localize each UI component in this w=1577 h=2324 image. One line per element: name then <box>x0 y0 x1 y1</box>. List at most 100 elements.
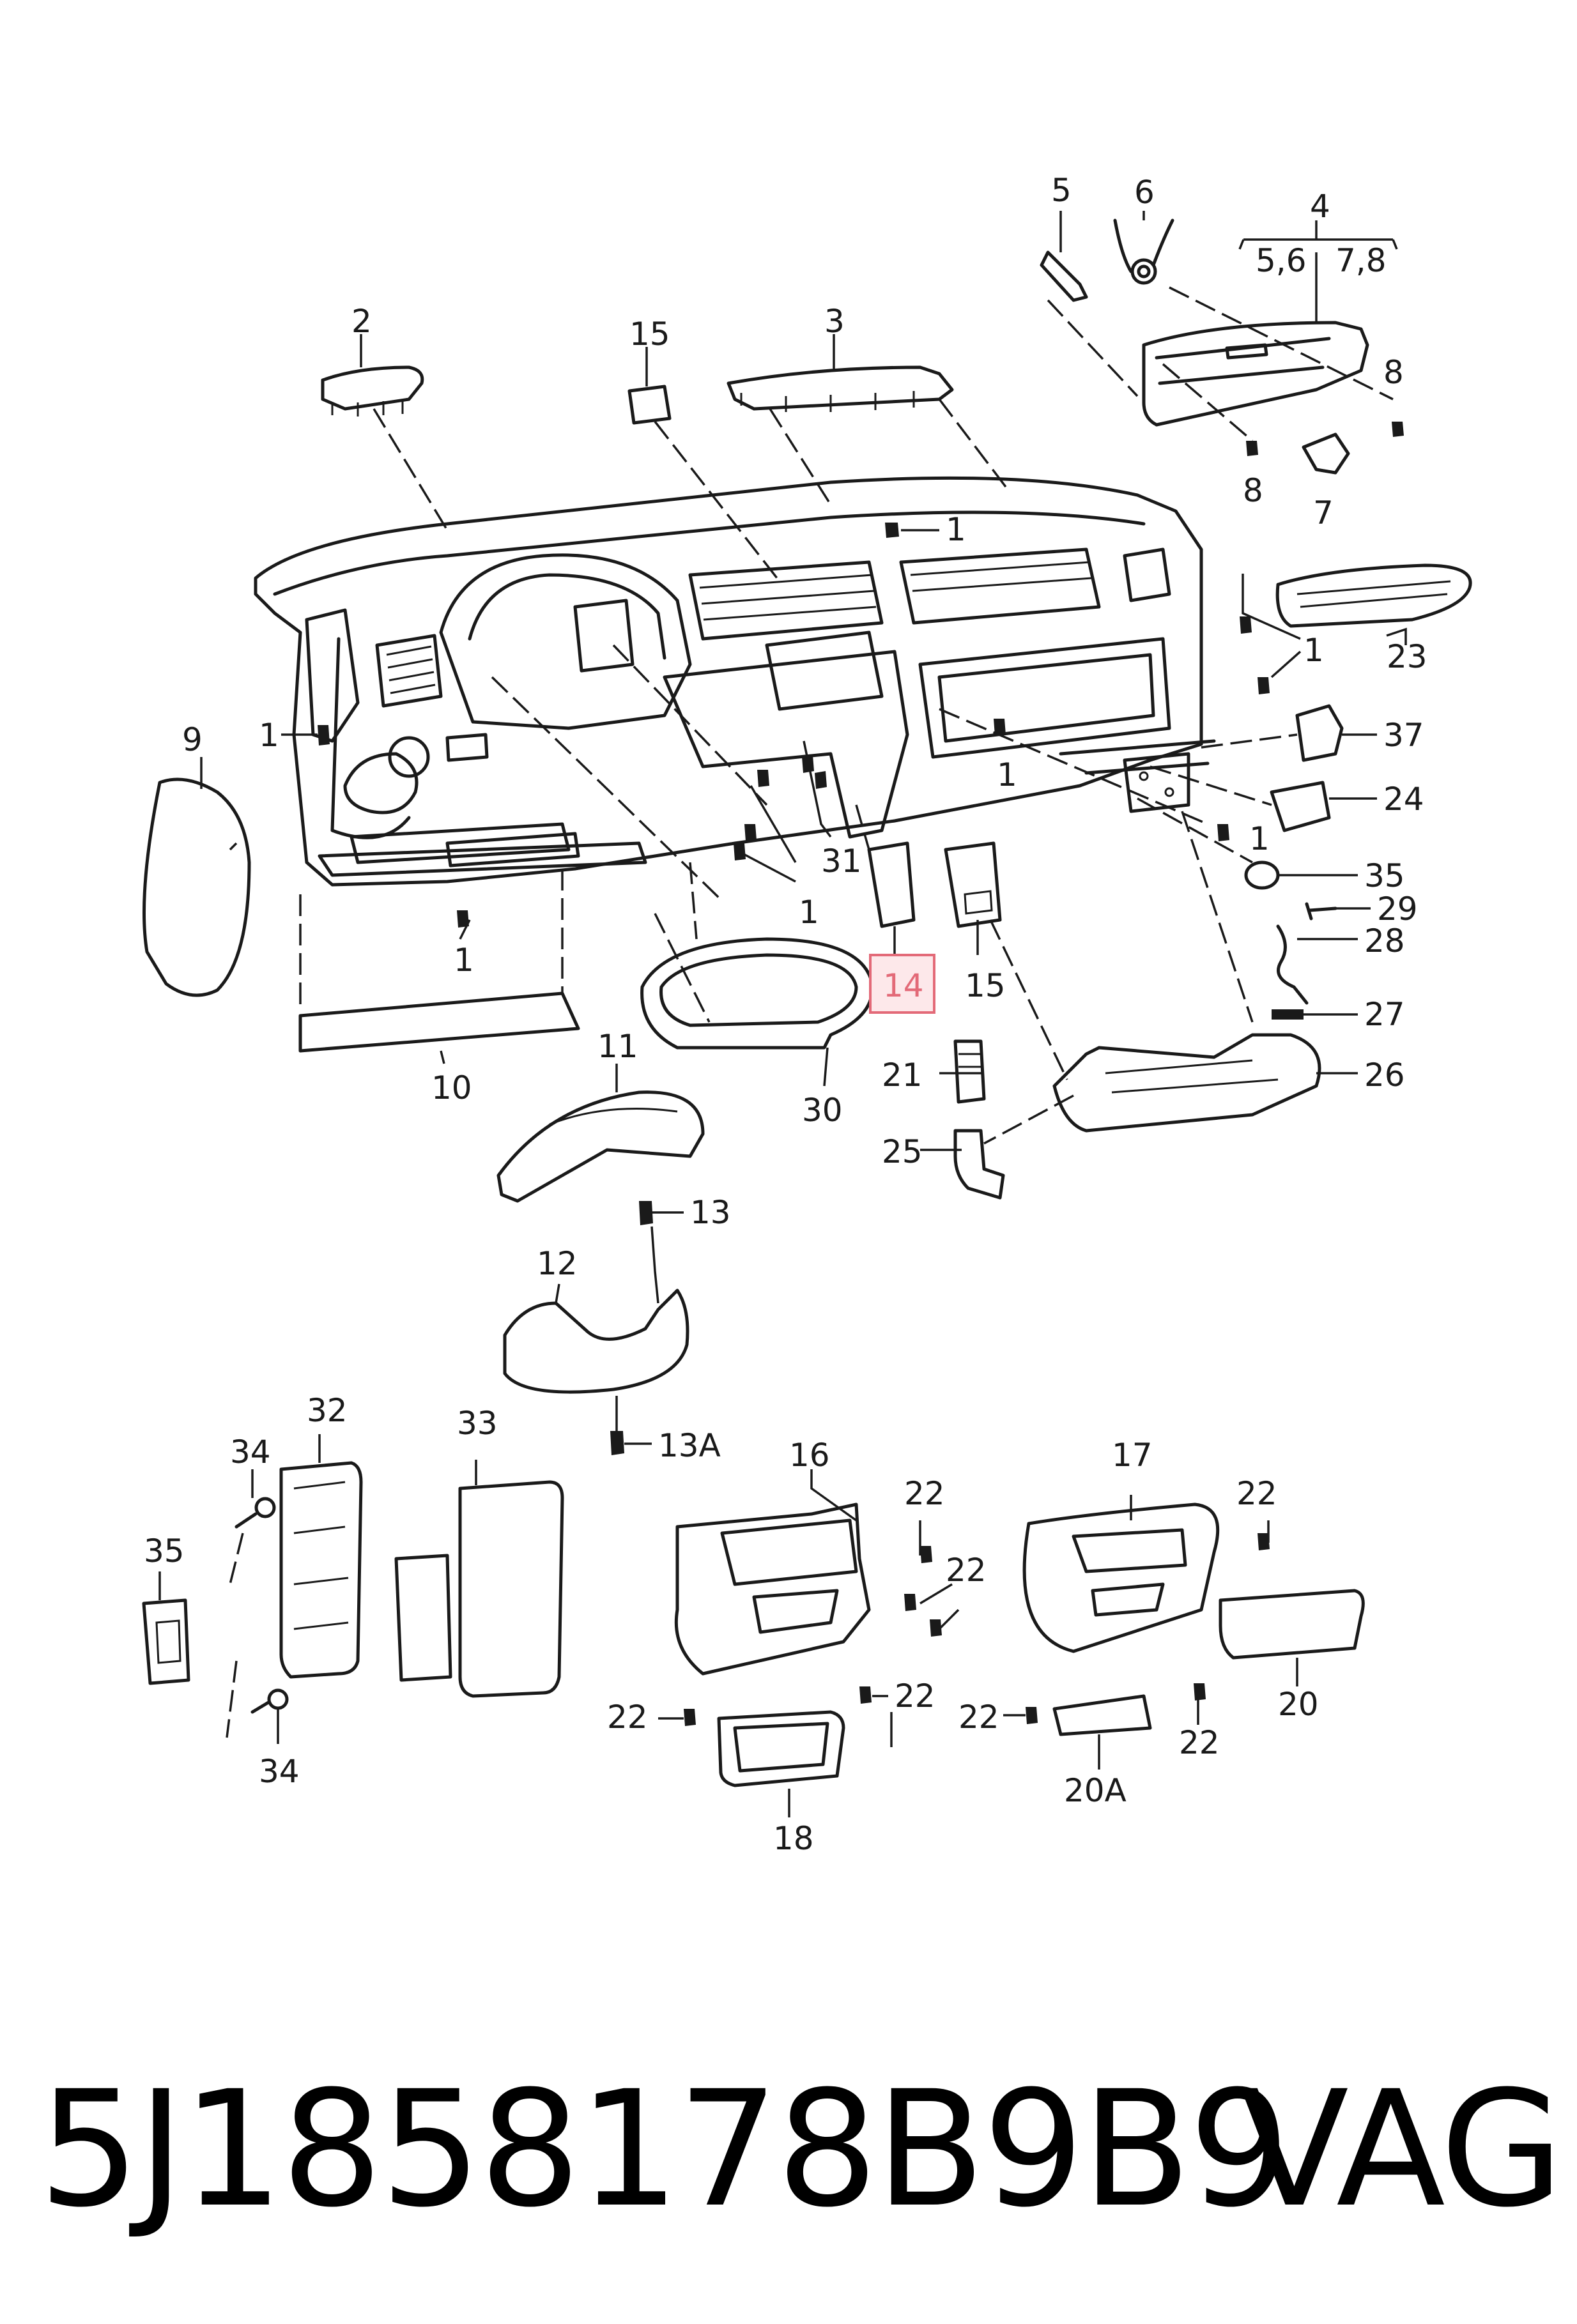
label-33: 33 <box>457 1405 498 1442</box>
label-1-right-b: 1 <box>1249 820 1270 857</box>
label-20a: 20A <box>1064 1772 1127 1809</box>
screws-part-8 <box>1246 422 1404 456</box>
label-11: 11 <box>597 1028 638 1065</box>
part-7-bracket <box>1302 432 1350 475</box>
brand-text: VAG <box>1240 2056 1564 2242</box>
part-11-column-shroud <box>496 1090 705 1203</box>
screws-part-22 <box>684 1533 1270 1726</box>
part-14-trim-panel <box>867 841 916 928</box>
part-3-cover <box>727 365 954 412</box>
label-9: 9 <box>182 721 203 758</box>
label-2: 2 <box>351 303 372 340</box>
label-1-left-low: 1 <box>454 942 474 979</box>
part-26-glovebox-lid <box>1052 1033 1321 1133</box>
label-8-center: 8 <box>1243 472 1263 509</box>
part-19-trim-ring <box>717 1710 845 1787</box>
label-34-bottom: 34 <box>259 1753 300 1790</box>
part-25-elbow <box>953 1129 1005 1200</box>
part-32-bracket <box>279 1461 363 1679</box>
label-22-e: 22 <box>1236 1475 1277 1512</box>
label-28: 28 <box>1364 922 1405 959</box>
label-1-center-low: 1 <box>799 894 819 931</box>
label-7: 7 <box>1313 494 1334 531</box>
label-29: 29 <box>1377 891 1418 928</box>
part-10-trim-strip <box>298 991 580 1053</box>
label-21: 21 <box>882 1057 923 1094</box>
label-22-b: 22 <box>946 1552 987 1589</box>
part-15-trim-panel <box>944 841 1002 928</box>
label-1-mid: 1 <box>997 756 1017 793</box>
part-20a-cover <box>1052 1694 1152 1736</box>
label-20: 20 <box>1278 1686 1319 1723</box>
label-10: 10 <box>431 1069 472 1106</box>
label-3: 3 <box>824 303 845 340</box>
label-26: 26 <box>1364 1057 1405 1094</box>
part-29-pin <box>1305 902 1337 921</box>
part-12-column-shroud-lower <box>503 1288 689 1394</box>
label-25: 25 <box>882 1133 923 1170</box>
label-22-c: 22 <box>895 1678 935 1715</box>
highlight-box-part-14 <box>869 954 935 1014</box>
label-23: 23 <box>1387 638 1427 675</box>
label-1-left: 1 <box>259 717 279 754</box>
label-5: 5 <box>1051 172 1072 209</box>
part-20-cover <box>1219 1589 1365 1660</box>
part-9-side-cover <box>142 777 251 997</box>
part-5-strap <box>1040 250 1088 302</box>
part-number-text: 5J1858178B9B9 <box>38 2056 1290 2242</box>
label-31: 31 <box>821 843 862 880</box>
label-36: 35 <box>1364 857 1405 894</box>
screws-part-34 <box>235 1497 289 1714</box>
part-17-center-console <box>674 1502 871 1676</box>
screw-13 <box>639 1201 653 1225</box>
label-24: 24 <box>1383 781 1424 818</box>
part-6-spring <box>1113 218 1174 285</box>
part-23-vent <box>1275 563 1472 628</box>
part-21-connector <box>953 1039 986 1104</box>
part-33-bracket <box>394 1480 564 1698</box>
label-7-8: 7,8 <box>1335 242 1387 279</box>
part-37-bracket <box>1295 704 1344 762</box>
label-22-g: 22 <box>1179 1724 1220 1761</box>
part-30-cluster-bezel <box>640 937 874 1050</box>
leader-lines <box>158 211 1407 1817</box>
label-12: 12 <box>537 1245 578 1282</box>
label-13: 13 <box>690 1194 731 1231</box>
part-28-spring <box>1276 924 1309 1005</box>
part-labels: 2 15 3 5 6 4 5,6 7,8 8 8 7 1 23 1 37 1 2… <box>144 172 1427 1857</box>
label-22-a: 22 <box>904 1475 945 1512</box>
label-34-top: 34 <box>230 1433 271 1471</box>
part-27-screw <box>1272 1009 1304 1020</box>
label-1-right-a: 1 <box>1304 632 1324 669</box>
part-36-plug <box>1244 860 1280 890</box>
label-8-right: 8 <box>1383 354 1404 391</box>
label-30: 30 <box>802 1092 843 1129</box>
label-22-d: 22 <box>607 1699 648 1736</box>
screw-13a <box>610 1431 624 1455</box>
screws-part-1 <box>318 523 1270 928</box>
part-24-cover <box>1270 781 1331 832</box>
label-22-f: 22 <box>958 1699 999 1736</box>
part-16-clip <box>627 385 672 425</box>
label-6: 6 <box>1134 174 1155 211</box>
part-35-plate <box>142 1598 190 1685</box>
label-18: 17 <box>1112 1437 1153 1474</box>
label-19: 18 <box>773 1820 814 1857</box>
label-1-top: 1 <box>946 511 966 548</box>
label-4: 4 <box>1310 188 1330 225</box>
part-18-center-console <box>1022 1502 1220 1653</box>
label-16: 15 <box>629 316 670 353</box>
part-4-airbag-housing <box>1142 321 1369 427</box>
label-37: 37 <box>1383 717 1424 754</box>
dashboard-assembly <box>254 476 1216 887</box>
label-14: 14 <box>883 967 924 1004</box>
label-32: 32 <box>307 1392 348 1429</box>
part-2-cover <box>321 365 424 417</box>
label-17: 16 <box>789 1437 830 1474</box>
exploded-parts-diagram: 2 15 3 5 6 4 5,6 7,8 8 8 7 1 23 1 37 1 2… <box>142 172 1472 1857</box>
label-13a: 13A <box>658 1427 721 1464</box>
label-27: 27 <box>1364 996 1405 1033</box>
label-15: 15 <box>965 967 1006 1004</box>
label-35: 35 <box>144 1533 185 1570</box>
label-5-6: 5,6 <box>1256 242 1307 279</box>
